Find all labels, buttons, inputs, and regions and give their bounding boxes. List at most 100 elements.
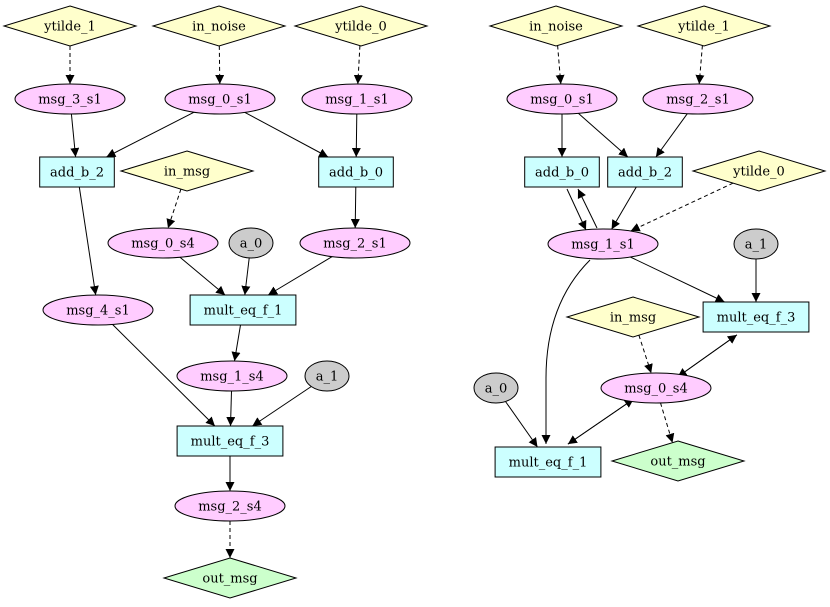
node-mult_eq_f_3-shape xyxy=(702,301,810,333)
node-a_1-shape xyxy=(304,360,350,392)
node-add_b_2-shape xyxy=(39,156,115,188)
node-ytilde_0-shape xyxy=(293,5,429,47)
node-a_1: a_1 xyxy=(304,360,350,392)
node-msg_3_s1-label: msg_3_s1 xyxy=(38,93,102,108)
node-mult_eq_f_1-shape xyxy=(494,446,602,478)
node-msg_0_s1-shape xyxy=(506,83,618,115)
node-in_noise-shape xyxy=(151,5,287,47)
node-add_b_0-shape xyxy=(318,156,394,188)
edge-msg_0_s1-to-add_b_0 xyxy=(244,111,329,158)
node-ytilde_1-label: ytilde_1 xyxy=(43,20,96,35)
edge-msg_2_s1-to-add_b_2 xyxy=(655,113,688,158)
node-in_noise-label: in_noise xyxy=(529,20,583,35)
node-add_b_2: add_b_2 xyxy=(607,156,683,188)
node-a_0: a_0 xyxy=(473,372,519,404)
edge-msg_4_s1-to-mult_eq_f_3 xyxy=(112,324,216,427)
node-out_msg-label: out_msg xyxy=(650,455,705,470)
node-msg_0_s4-label: msg_0_s4 xyxy=(131,237,195,252)
node-msg_2_s1-label: msg_2_s1 xyxy=(666,93,730,108)
node-msg_0_s1: msg_0_s1 xyxy=(506,83,618,115)
edge-ytilde_0-to-msg_1_s1 xyxy=(353,45,363,85)
node-out_msg-shape xyxy=(610,440,746,482)
node-mult_eq_f_3-label: mult_eq_f_3 xyxy=(191,435,270,450)
node-msg_1_s1-shape xyxy=(547,228,659,260)
edge-msg_1_s4-to-mult_eq_f_3 xyxy=(226,390,236,427)
edge-add_b_2-to-msg_1_s1 xyxy=(611,186,637,230)
node-mult_eq_f_1: mult_eq_f_1 xyxy=(189,294,297,326)
node-a_0-label: a_0 xyxy=(240,237,263,252)
edge-ytilde_0-to-msg_1_s1 xyxy=(630,182,734,232)
node-msg_1_s1-label: msg_1_s1 xyxy=(571,238,635,253)
node-mult_eq_f_3-label: mult_eq_f_3 xyxy=(717,311,796,326)
node-msg_2_s4-shape xyxy=(174,490,286,522)
node-msg_1_s4: msg_1_s4 xyxy=(176,360,288,392)
node-in_msg-label: in_msg xyxy=(164,165,210,180)
node-add_b_0-label: add_b_0 xyxy=(329,166,383,181)
node-add_b_0: add_b_0 xyxy=(318,156,394,188)
edge-add_b_0-to-msg_2_s1 xyxy=(350,186,360,229)
node-msg_0_s4: msg_0_s4 xyxy=(107,227,219,259)
node-ytilde_1-label: ytilde_1 xyxy=(677,20,730,35)
node-ytilde_1: ytilde_1 xyxy=(636,5,772,47)
node-msg_3_s1-shape xyxy=(14,83,126,115)
edge-msg_2_s1-to-mult_eq_f_1 xyxy=(267,256,333,296)
edge-a_0-to-mult_eq_f_1 xyxy=(241,257,251,296)
node-ytilde_1: ytilde_1 xyxy=(2,5,138,47)
node-msg_2_s1-shape xyxy=(642,83,754,115)
node-ytilde_0-label: ytilde_0 xyxy=(334,20,387,35)
node-add_b_2-label: add_b_2 xyxy=(50,166,104,181)
edge-msg_1_s1-to-mult_eq_f_1 xyxy=(541,259,591,444)
node-add_b_0-label: add_b_0 xyxy=(535,166,589,181)
node-out_msg-label: out_msg xyxy=(202,572,257,587)
node-a_1-label: a_1 xyxy=(745,238,768,253)
node-a_0-shape xyxy=(473,372,519,404)
node-ytilde_0-label: ytilde_0 xyxy=(732,165,785,180)
node-in_noise: in_noise xyxy=(488,5,624,47)
node-msg_0_s4: msg_0_s4 xyxy=(600,372,712,404)
node-msg_0_s4-shape xyxy=(600,372,712,404)
node-ytilde_1-shape xyxy=(636,5,772,47)
node-msg_4_s1-label: msg_4_s1 xyxy=(66,304,130,319)
node-a_0-shape xyxy=(228,227,274,259)
edge-msg_1_s1-to-mult_eq_f_3 xyxy=(630,256,725,303)
node-msg_2_s4-label: msg_2_s4 xyxy=(198,500,262,515)
edge-in_msg-to-msg_0_s4 xyxy=(638,335,653,374)
edge-msg_1_s1-to-add_b_0 xyxy=(351,113,361,158)
node-add_b_0-shape xyxy=(524,156,600,188)
node-a_1-label: a_1 xyxy=(316,370,339,385)
node-msg_0_s4-shape xyxy=(107,227,219,259)
node-msg_3_s1: msg_3_s1 xyxy=(14,83,126,115)
node-a_1-shape xyxy=(733,228,779,260)
node-msg_1_s4-label: msg_1_s4 xyxy=(200,370,264,385)
node-msg_4_s1-shape xyxy=(42,294,154,326)
edge-add_b_2-to-msg_4_s1 xyxy=(78,186,99,296)
node-out_msg: out_msg xyxy=(610,440,746,482)
node-a_1: a_1 xyxy=(733,228,779,260)
edge-in_msg-to-msg_0_s4 xyxy=(166,189,182,229)
node-ytilde_0-shape xyxy=(691,150,827,192)
node-msg_2_s4: msg_2_s4 xyxy=(174,490,286,522)
node-msg_1_s1-label: msg_1_s1 xyxy=(325,93,389,108)
node-msg_2_s1-label: msg_2_s1 xyxy=(323,237,387,252)
node-msg_1_s1: msg_1_s1 xyxy=(301,83,413,115)
node-msg_0_s1-label: msg_0_s1 xyxy=(530,93,594,108)
node-msg_2_s1: msg_2_s1 xyxy=(642,83,754,115)
edge-a_0-to-mult_eq_f_1 xyxy=(505,401,538,448)
edge-a_1-to-mult_eq_f_3 xyxy=(252,386,312,427)
node-ytilde_0: ytilde_0 xyxy=(293,5,429,47)
node-out_msg: out_msg xyxy=(162,557,298,599)
node-mult_eq_f_1: mult_eq_f_1 xyxy=(494,446,602,478)
edge-msg_0_s4-to-mult_eq_f_1 xyxy=(179,256,226,296)
edge-in_noise-to-msg_0_s1 xyxy=(215,45,225,85)
node-mult_eq_f_1-shape xyxy=(189,294,297,326)
node-in_msg-shape xyxy=(119,150,255,192)
node-ytilde_0: ytilde_0 xyxy=(691,150,827,192)
node-in_noise-shape xyxy=(488,5,624,47)
node-msg_0_s4-label: msg_0_s4 xyxy=(624,382,688,397)
node-msg_4_s1: msg_4_s1 xyxy=(42,294,154,326)
node-add_b_2: add_b_2 xyxy=(39,156,115,188)
node-mult_eq_f_3: mult_eq_f_3 xyxy=(702,301,810,333)
